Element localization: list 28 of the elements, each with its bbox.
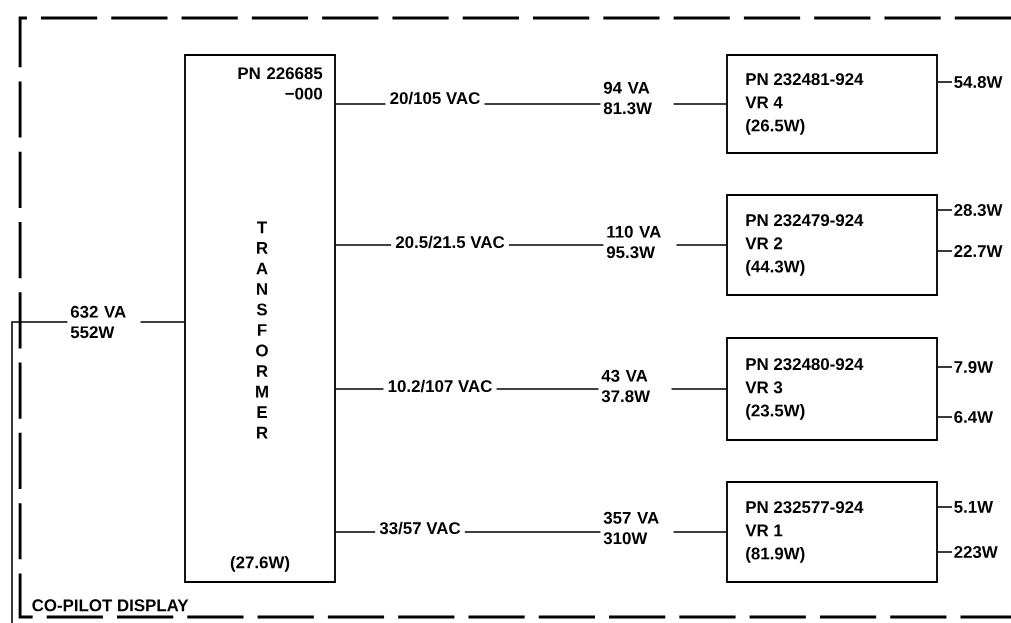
wire — [937, 209, 953, 211]
power-value: 54.8W — [954, 76, 1003, 88]
power-label: 110 VA 95.3W — [603, 223, 677, 261]
regulator-box: PN 232480-924 VR 3 (23.5W) — [726, 337, 938, 441]
power-value: 223W — [954, 546, 998, 558]
wire — [937, 250, 953, 252]
wire — [937, 366, 953, 368]
power-label: 357 VA 310W — [600, 509, 674, 547]
edge-label: 20.5/21.5 VAC — [391, 231, 509, 253]
wire — [937, 416, 953, 418]
edge-label: 33/57 VAC — [375, 517, 465, 539]
power-label: 43 VA 37.8W — [598, 367, 672, 405]
power-value: 28.3W — [954, 204, 1003, 216]
edge-label: 632 VA 552W — [67, 303, 141, 341]
power-value: 6.4W — [954, 411, 994, 423]
wire — [937, 506, 953, 508]
wire — [937, 81, 953, 83]
wire — [937, 551, 953, 553]
transformer-box: PN 226685 −000 TRANSFORMER (27.6W) — [184, 54, 336, 583]
power-value: 7.9W — [954, 361, 994, 373]
edge-label: 20/105 VAC — [385, 87, 485, 109]
power-value: 5.1W — [954, 501, 994, 513]
regulator-box: PN 232481-924 VR 4 (26.5W) — [726, 54, 938, 154]
edge-label: 10.2/107 VAC — [383, 375, 497, 397]
regulator-box: PN 232577-924 VR 1 (81.9W) — [726, 481, 938, 583]
regulator-box: PN 232479-924 VR 2 (44.3W) — [726, 194, 938, 296]
power-value: 22.7W — [954, 245, 1003, 257]
power-label: 94 VA 81.3W — [600, 79, 674, 117]
